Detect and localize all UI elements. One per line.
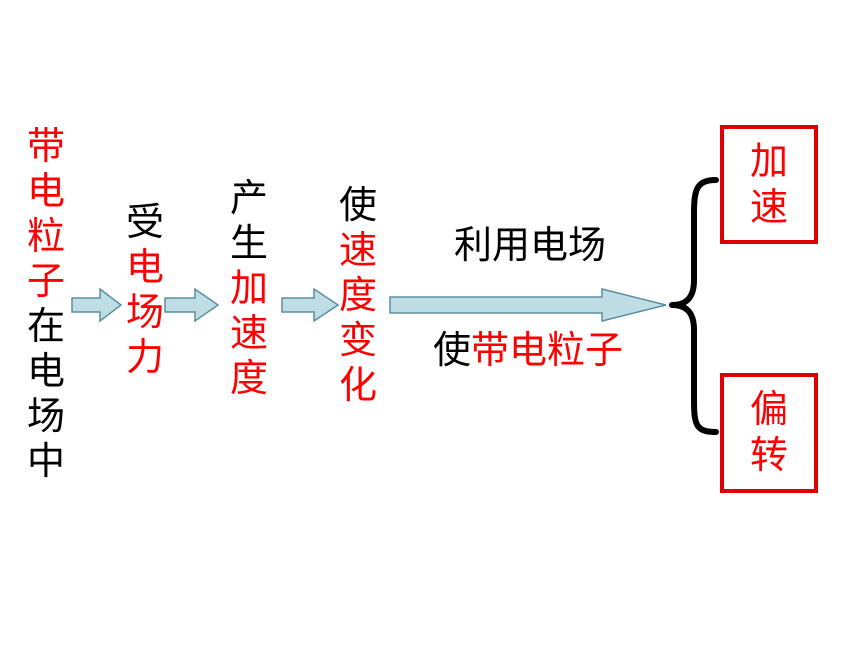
step4-char: 化 [338, 363, 377, 407]
step1-char: 在 [26, 304, 65, 348]
long-arrow-bottom-label: 使带电粒子 [433, 328, 623, 372]
step1-char: 电 [26, 349, 65, 393]
step4-char: 变 [338, 318, 377, 362]
step1-char: 子 [26, 259, 65, 303]
arrow-3 [281, 287, 340, 323]
outcome-box-accelerate: 加 速 [720, 125, 818, 244]
step1-char: 粒 [26, 214, 65, 258]
step4-char: 使 [338, 183, 377, 227]
step3-char: 度 [229, 356, 268, 400]
arrow-2 [164, 287, 220, 323]
step4-char: 度 [338, 273, 377, 317]
outcome-char: 速 [749, 185, 788, 229]
bottom-label-prefix: 使 [433, 328, 472, 372]
outcome-char: 偏 [749, 387, 788, 431]
step2-char: 电 [125, 245, 164, 289]
step3-char: 生 [229, 221, 268, 265]
step3-char: 速 [229, 311, 268, 355]
step1-char: 中 [26, 439, 65, 483]
step3-char: 产 [229, 176, 268, 220]
curly-brace [669, 177, 719, 435]
step3-char: 加 [229, 266, 268, 310]
bottom-label-red: 带电粒子 [471, 328, 624, 372]
step3-column: 产 生 加 速 度 [228, 176, 270, 401]
step1-char: 带 [26, 124, 65, 168]
step1-char: 电 [26, 169, 65, 213]
long-arrow-top-label: 利用电场 [454, 223, 607, 267]
step4-column: 使 速 度 变 化 [337, 183, 379, 408]
arrow-1 [71, 287, 123, 323]
step2-char: 场 [125, 290, 164, 334]
step1-column: 带 电 粒 子 在 电 场 中 [25, 124, 67, 484]
outcome-box-deflect: 偏 转 [720, 373, 818, 493]
step2-char: 力 [125, 335, 164, 379]
long-arrow [389, 288, 667, 322]
step1-char: 场 [26, 394, 65, 438]
outcome-char: 加 [749, 139, 788, 183]
step4-char: 速 [338, 228, 377, 272]
outcome-char: 转 [749, 433, 788, 477]
step2-column: 受 电 场 力 [124, 200, 166, 380]
step2-char: 受 [125, 200, 164, 244]
